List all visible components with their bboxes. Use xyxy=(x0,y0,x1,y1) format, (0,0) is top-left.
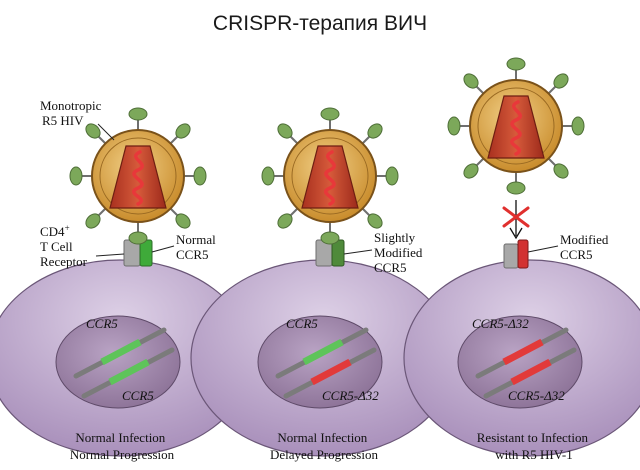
ccr5-label: Modified CCR5 xyxy=(560,232,612,262)
diagram-title: CRISPR-терапия ВИЧ xyxy=(212,12,428,35)
virus-label: Monotropic R5 HIV xyxy=(40,98,105,128)
caption-delayed: Normal Infection Delayed Progression xyxy=(270,430,378,462)
gene-label-bottom: CCR5-Δ32 xyxy=(508,388,565,403)
dna-strands xyxy=(475,327,577,399)
ccr5-label-leader xyxy=(151,245,175,253)
gene-label-bottom: CCR5 xyxy=(122,388,154,403)
ccr5-label: Normal CCR5 xyxy=(176,232,219,262)
gene-band-top xyxy=(100,338,142,366)
gene-band-bottom xyxy=(108,358,150,386)
caption-resistant: Resistant to Infection with R5 HIV-1 xyxy=(477,430,591,462)
gene-band-top xyxy=(502,338,544,366)
ccr5-receptor xyxy=(517,239,529,269)
gene-band-top xyxy=(302,338,344,366)
gene-band-bottom xyxy=(510,358,552,386)
gene-band-bottom xyxy=(310,358,352,386)
cd4-receptor xyxy=(503,243,519,269)
caption-normal: Normal Infection Normal Progression xyxy=(70,430,175,462)
panel-resistant-infection: CCR5-Δ32 CCR5-Δ32 xyxy=(403,57,640,457)
receptor-label-leader xyxy=(95,253,125,257)
ccr5-label-leader xyxy=(527,245,559,253)
arrow-head-icon xyxy=(509,227,523,240)
dna-strands xyxy=(275,327,377,399)
ccr5-label-leader xyxy=(343,249,373,255)
blocked-x-icon xyxy=(502,206,530,228)
virus-label-leader xyxy=(97,123,115,141)
gene-label-bottom: CCR5-Δ32 xyxy=(322,388,379,403)
gene-label-top: CCR5-Δ32 xyxy=(472,316,529,331)
gene-label-top: CCR5 xyxy=(286,316,318,331)
hiv-virus xyxy=(447,57,585,195)
dna-strands xyxy=(73,327,175,399)
hiv-virus xyxy=(261,107,399,245)
ccr5-label: Slightly Modified CCR5 xyxy=(374,230,426,275)
panel-delayed-progression: CCR5 CCR5-Δ32 xyxy=(190,107,456,457)
hiv-virus xyxy=(69,107,207,245)
receptor-label: CD4+ T Cell Receptor xyxy=(40,219,88,269)
panel-normal-infection: CCR5 CCR5 xyxy=(0,98,253,457)
gene-label-top: CCR5 xyxy=(86,316,118,331)
